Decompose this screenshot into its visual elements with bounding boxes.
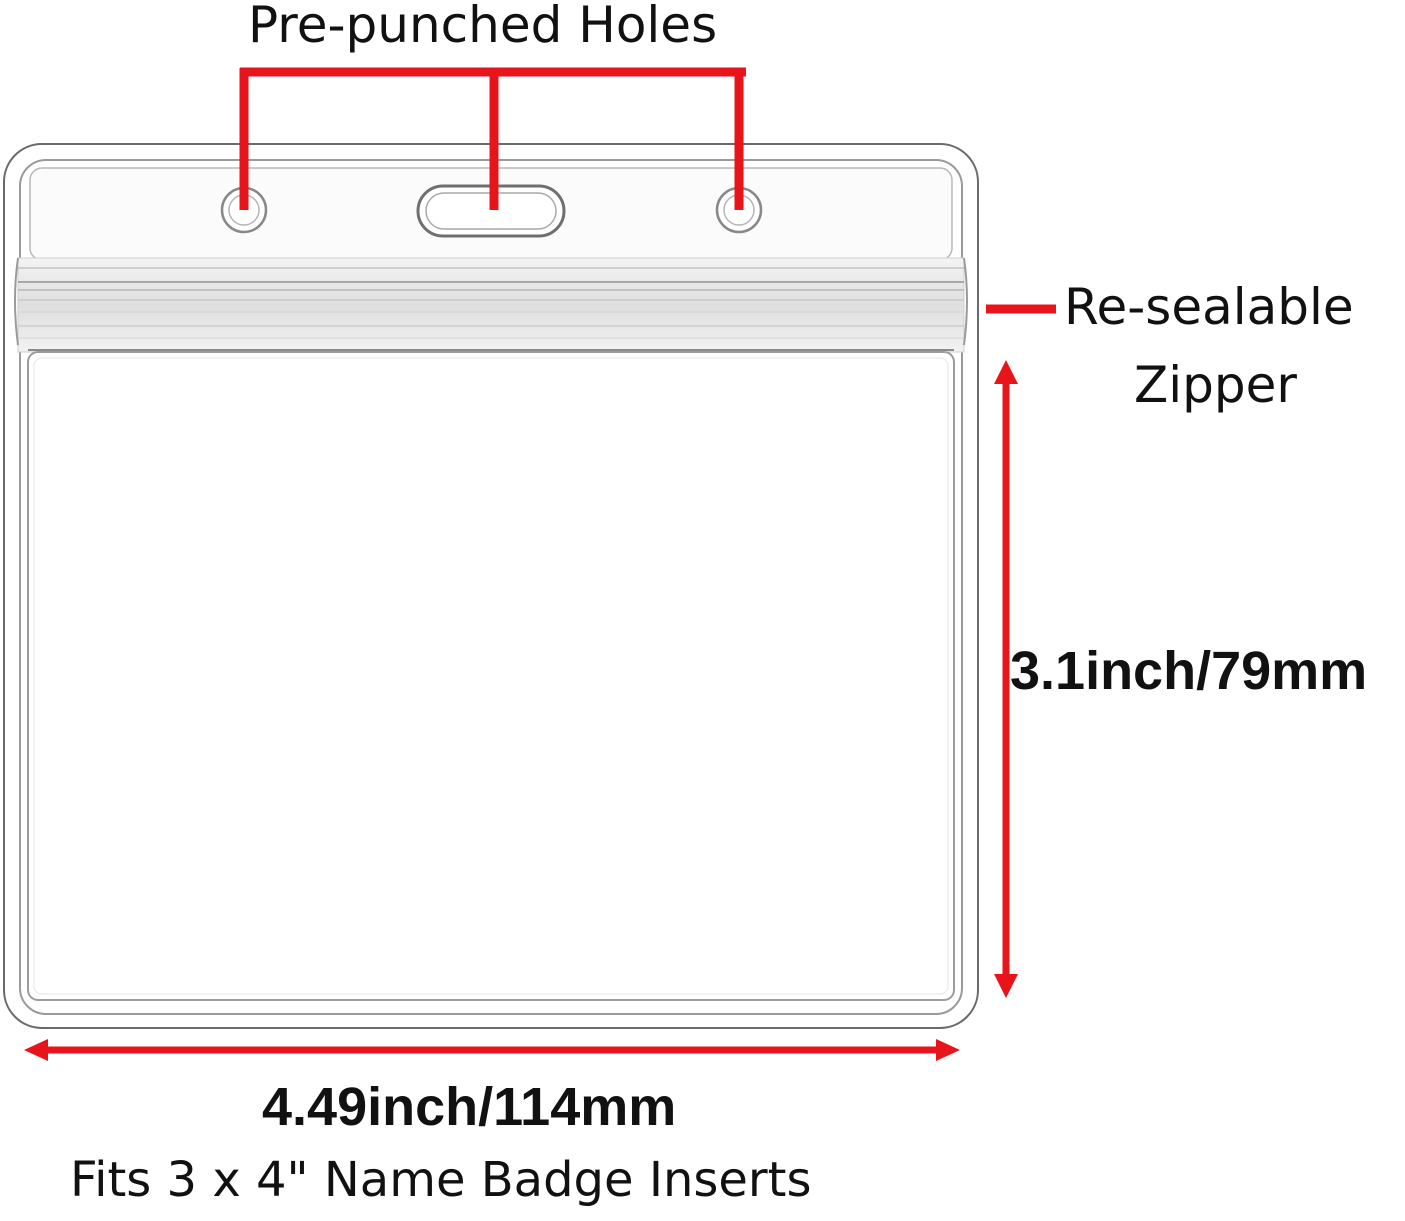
zipper-label-line2: Zipper bbox=[1134, 356, 1297, 414]
zipper-label-line1: Re-sealable bbox=[1064, 278, 1354, 336]
slot-hole-icon bbox=[416, 184, 566, 238]
fits-inserts-caption: Fits 3 x 4" Name Badge Inserts bbox=[70, 1152, 812, 1208]
height-arrow bbox=[994, 360, 1018, 998]
width-dimension-label: 4.49inch/114mm bbox=[262, 1077, 677, 1137]
badge-holder bbox=[3, 143, 979, 1029]
zipper-band bbox=[14, 257, 968, 353]
height-dimension-label: 3.1inch/79mm bbox=[1010, 641, 1368, 701]
card-window-inner bbox=[33, 357, 949, 995]
holes-pointer bbox=[239, 67, 746, 210]
card-window bbox=[27, 351, 955, 1001]
holes-label: Pre-punched Holes bbox=[248, 0, 718, 54]
width-arrow bbox=[24, 1039, 960, 1061]
